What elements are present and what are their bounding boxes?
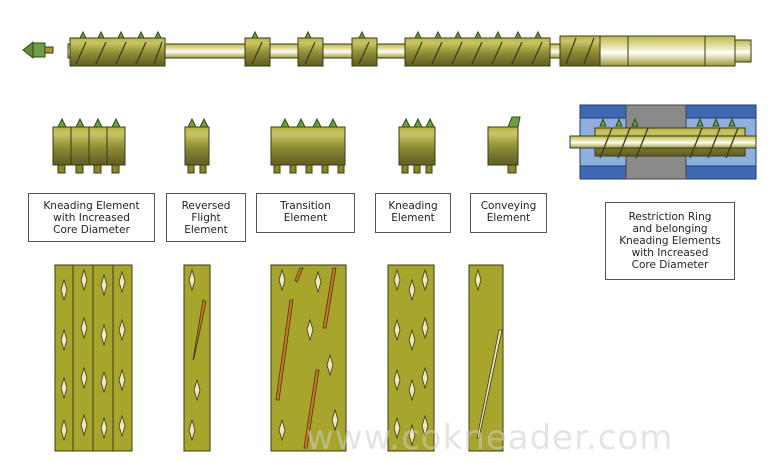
kneading-unrolled (387, 264, 435, 452)
label-conveying: Conveying Element (470, 193, 547, 233)
label-kneading: Kneading Element (375, 193, 451, 233)
conveying-sideview (487, 116, 521, 174)
watermark: www.cokneader.com (306, 418, 674, 458)
shaft-tip (22, 40, 54, 60)
kneading-increased-unrolled (54, 264, 133, 452)
label-reversed-flight: Reversed Flight Element (166, 193, 246, 242)
label-transition: Transition Element (256, 193, 355, 233)
transition-unrolled (270, 264, 347, 452)
kneading-sideview (398, 117, 436, 174)
reversed-flight-sideview (184, 117, 210, 174)
reversed-flight-unrolled (183, 264, 211, 452)
label-kneading-increased: Kneading Element with Increased Core Dia… (28, 193, 155, 242)
shaft-elements (69, 30, 601, 67)
transition-sideview (270, 117, 346, 174)
restriction-ring-barrel (569, 104, 757, 180)
kneading-increased-sideview (52, 117, 126, 174)
conveying-unrolled (468, 264, 504, 452)
screw-shaft (22, 30, 752, 67)
label-restriction-ring: Restriction Ring and belonging Kneading … (605, 202, 735, 280)
shaft-end (599, 35, 752, 67)
